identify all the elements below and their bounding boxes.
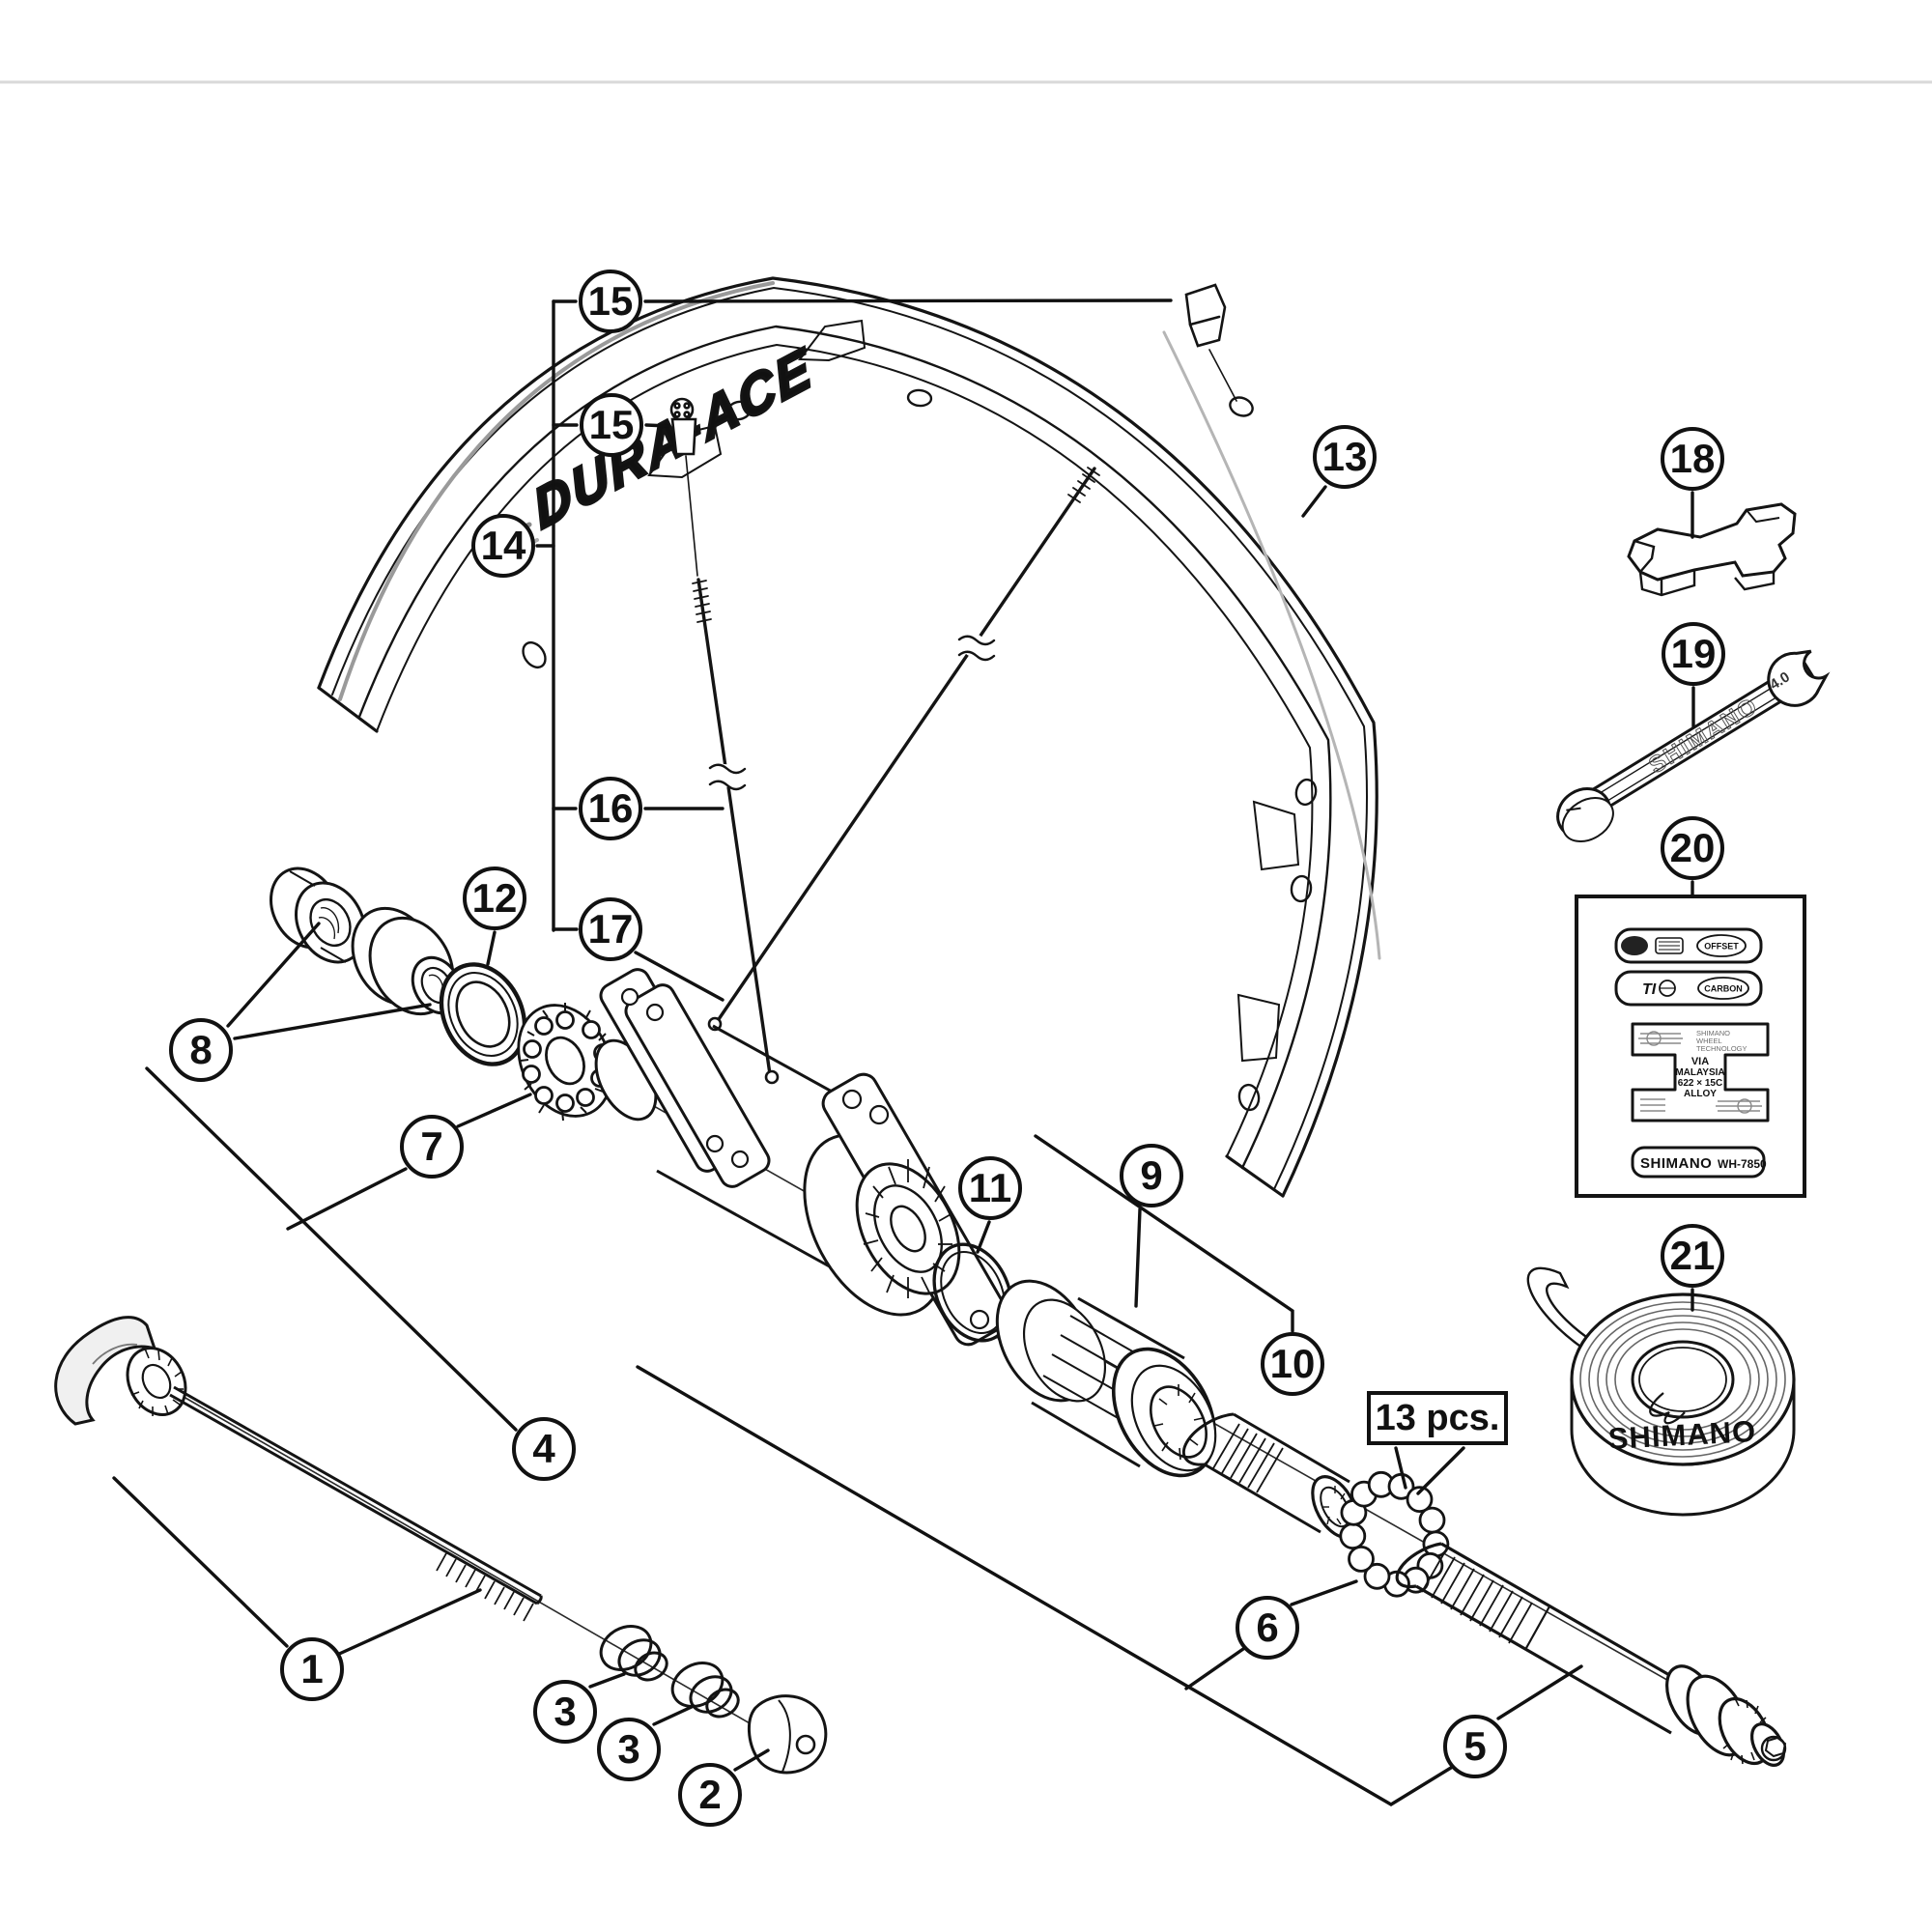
callout-3: 3 (533, 1680, 597, 1744)
tech-line-1: SHIMANO (1696, 1029, 1730, 1037)
sticker-center-line-2: MALAYSIA (1675, 1067, 1724, 1078)
locknut (270, 867, 366, 964)
qr-spring-b (670, 1662, 740, 1719)
h-sticker-outline (1631, 1022, 1770, 1122)
callout-14: 14 (471, 514, 535, 578)
callout-3: 3 (597, 1718, 661, 1781)
sticker-model-code: WH-7850 (1718, 1157, 1767, 1171)
callout-12: 12 (463, 867, 526, 930)
callout-4: 4 (512, 1417, 576, 1481)
sticker-model-brand: SHIMANO (1640, 1155, 1712, 1172)
tech-line-3: TECHNOLOGY (1696, 1044, 1747, 1053)
callout-5: 5 (1443, 1715, 1507, 1778)
callout-15: 15 (579, 270, 642, 333)
spoke-crossing (707, 467, 1100, 1032)
spokes (669, 283, 1237, 1085)
callout-1: 1 (280, 1637, 344, 1701)
qr-adjust-nut (126, 1347, 187, 1416)
bearing-ball (1339, 1522, 1367, 1549)
sticker-center-line-1: VIA (1691, 1056, 1709, 1067)
o-ring (932, 1242, 1013, 1343)
bearing-ball (1348, 1546, 1375, 1573)
cone-dust-cap (351, 906, 463, 1016)
callout-6: 6 (1236, 1596, 1299, 1660)
hub-body (594, 968, 1017, 1347)
rim-spoke-holes (522, 388, 1318, 1112)
quick-release-skewer (54, 1316, 543, 1622)
freehub-body (995, 1279, 1217, 1478)
qr-end-nut (748, 1694, 828, 1775)
sticker-sheet: OFFSET TI CARBON SHIMANO WHEEL TECHNOLOG… (1575, 895, 1806, 1198)
pieces-count-label: 13 pcs. (1367, 1391, 1508, 1445)
hub-ratchet-ring (855, 1159, 961, 1298)
callout-9: 9 (1120, 1144, 1183, 1208)
tech-line-2: WHEEL (1696, 1037, 1722, 1045)
nipple-wrench (1627, 502, 1797, 597)
badge-ti-text: TI (1642, 981, 1657, 998)
callout-18: 18 (1661, 427, 1724, 491)
bearing-ball (1406, 1486, 1434, 1513)
callout-15: 15 (580, 393, 643, 457)
bearing-ball (1363, 1562, 1391, 1590)
rim-logo: DURA-ACE (485, 333, 821, 564)
callout-13: 13 (1313, 425, 1377, 489)
callout-2: 2 (678, 1763, 742, 1827)
seal-ring (439, 962, 527, 1066)
rim-tape-brand-text: SHIMANO (1607, 1414, 1757, 1456)
rim-reinforcement-patches (647, 319, 1300, 1063)
spoke-nipple-top (1184, 283, 1237, 402)
callout-21: 21 (1661, 1224, 1724, 1288)
cone-wrench-brand-text: SHIMANO (1644, 693, 1763, 780)
leader-lines (112, 298, 1695, 1806)
spoke-straight (692, 578, 780, 1085)
callout-17: 17 (579, 897, 642, 961)
axle (1395, 1542, 1787, 1767)
callout-10: 10 (1261, 1332, 1324, 1396)
spoke-nipple-left (669, 397, 698, 577)
sticker-center-line-4: ALLOY (1684, 1089, 1717, 1099)
badge-carbon-text: CARBON (1704, 984, 1743, 994)
qr-spring-a (599, 1625, 668, 1682)
callout-7: 7 (400, 1115, 464, 1179)
callout-19: 19 (1662, 622, 1725, 686)
callout-20: 20 (1661, 816, 1724, 880)
callout-16: 16 (579, 777, 642, 840)
callout-11: 11 (958, 1156, 1022, 1220)
sticker-center-line-3: 622 × 15C (1678, 1078, 1722, 1089)
rim-tape-roll: SHIMANO (1526, 1266, 1796, 1517)
callout-8: 8 (169, 1018, 233, 1082)
badge-offset-text: OFFSET (1704, 942, 1739, 952)
ball-bearing-ring (1339, 1470, 1450, 1598)
